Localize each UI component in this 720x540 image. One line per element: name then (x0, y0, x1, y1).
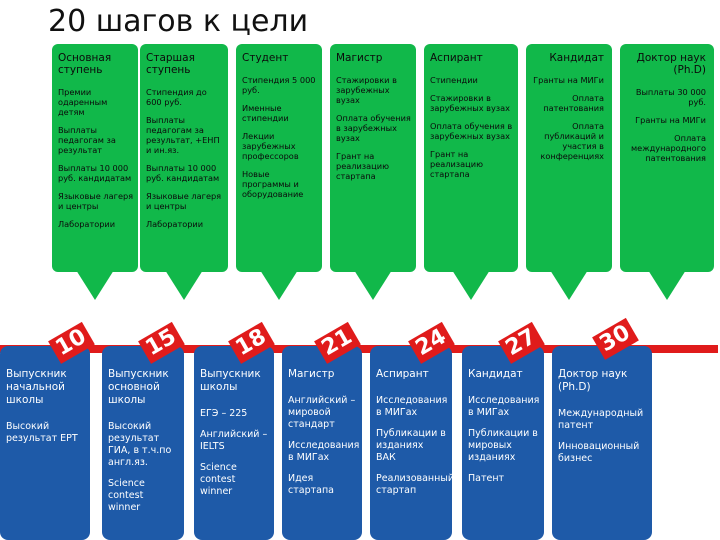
requirement-item: Исследования в МИГах (288, 440, 360, 463)
benefit-item: Стипендия 5 000 руб. (242, 75, 316, 95)
case-leg (296, 532, 300, 540)
down-arrow-icon (76, 270, 114, 300)
benefit-item: Гранты на МИГи (533, 75, 604, 85)
case-leg (434, 532, 438, 540)
requirement-item: Международный патент (558, 408, 644, 431)
benefit-item: Оплата обучения в зарубежных вузах (336, 113, 411, 143)
benefit-item: Языковые лагеря и центры (58, 191, 134, 211)
benefit-item: Оплата обучения в зарубежных вузах (430, 121, 513, 141)
benefit-item: Оплата патентования (543, 93, 604, 113)
case-leg (72, 532, 76, 540)
requirement-item: Публикации в мировых изданиях (468, 428, 538, 463)
case-leg (14, 532, 18, 540)
case-leg (256, 532, 260, 540)
benefit-card: Доктор наук (Ph.D) Выплаты 30 000 руб. Гра… (620, 44, 714, 272)
down-arrow-icon (452, 270, 490, 300)
requirement-item: Science contest winner (200, 462, 237, 497)
benefit-card-title: Доктор наук (Ph.D) (636, 52, 706, 76)
benefit-item: Стипендия до 600 руб. (146, 87, 207, 107)
requirement-item: Английский – IELTS (200, 429, 268, 452)
requirement-item: Инновационный бизнес (558, 441, 640, 464)
case-leg (344, 532, 348, 540)
benefit-item: Выплаты 30 000 руб. (635, 87, 706, 107)
case-leg (526, 532, 530, 540)
benefit-item: Грант на реализацию стартапа (336, 151, 389, 181)
requirement-item: Высокий результат ЕРТ (6, 421, 78, 444)
benefit-card-title: Кандидат (549, 52, 604, 64)
requirement-card-title: Кандидат (468, 368, 523, 380)
benefit-item: Стажировки в зарубежных вузах (336, 75, 397, 105)
benefit-card-title: Магистр (336, 52, 383, 64)
requirement-card-title: Аспирант (376, 368, 429, 380)
benefit-item: Выплаты педагогам за результат, +ЕНП и и… (146, 115, 220, 155)
benefit-item: Языковые лагеря и центры (146, 191, 222, 211)
benefit-card-title: Аспирант (430, 52, 483, 64)
requirement-item: Исследования в МИГах (468, 395, 540, 418)
benefit-item: Выплаты педагогам за результат (58, 125, 116, 155)
requirement-item: Реализованный стартап (376, 473, 452, 496)
page-title: 20 шагов к цели (48, 4, 309, 39)
benefit-item: Оплата международного патентования (630, 133, 706, 163)
down-arrow-icon (354, 270, 392, 300)
case-leg (166, 532, 170, 540)
benefit-item: Выплаты 10 000 руб. кандидатам (146, 163, 220, 183)
requirement-item: ЕГЭ – 225 (200, 408, 248, 419)
down-arrow-icon (550, 270, 588, 300)
requirement-card-title: Выпускник начальной школы (6, 368, 67, 406)
case-leg (208, 532, 212, 540)
benefit-item: Лекции зарубежных профессоров (242, 131, 299, 161)
benefit-item: Стипендии (430, 75, 478, 85)
benefit-card-title: Старшая ступень (146, 52, 195, 76)
case-leg (384, 532, 388, 540)
requirement-item: Исследования в МИГах (376, 395, 448, 418)
requirement-item: Science contest winner (108, 478, 145, 513)
requirement-item: Английский – мировой стандарт (288, 395, 356, 430)
benefit-item: Лаборатории (146, 219, 204, 229)
requirement-item: Высокий результат ГИА, в т.ч.по англ.яз. (108, 421, 172, 468)
benefit-item: Новые программы и оборудование (242, 169, 304, 199)
case-leg (476, 532, 480, 540)
requirement-card-title: Выпускник школы (200, 368, 261, 393)
down-arrow-icon (648, 270, 686, 300)
requirement-item: Публикации в изданиях ВАК (376, 428, 446, 463)
requirement-card-title: Магистр (288, 368, 335, 380)
case-leg (116, 532, 120, 540)
benefit-card-title: Основная ступень (58, 52, 112, 76)
benefit-item: Лаборатории (58, 219, 116, 229)
case-leg (566, 532, 570, 540)
benefit-item: Именные стипендии (242, 103, 289, 123)
requirement-card-title: Доктор наук (Ph.D) (558, 368, 628, 393)
benefit-item: Выплаты 10 000 руб. кандидатам (58, 163, 132, 183)
down-arrow-icon (260, 270, 298, 300)
down-arrow-icon (165, 270, 203, 300)
requirement-item: Идея стартапа (288, 473, 334, 496)
benefit-card-title: Студент (242, 52, 289, 64)
requirement-card-title: Выпускник основной школы (108, 368, 169, 406)
benefit-item: Грант на реализацию стартапа (430, 149, 483, 179)
benefit-item: Стажировки в зарубежных вузах (430, 93, 511, 113)
benefit-item: Гранты на МИГи (635, 115, 706, 125)
benefit-item: Оплата публикаций и участия в конференци… (540, 121, 604, 161)
benefit-item: Премии одаренным детям (58, 87, 108, 117)
case-leg (634, 532, 638, 540)
requirement-item: Патент (468, 473, 505, 484)
